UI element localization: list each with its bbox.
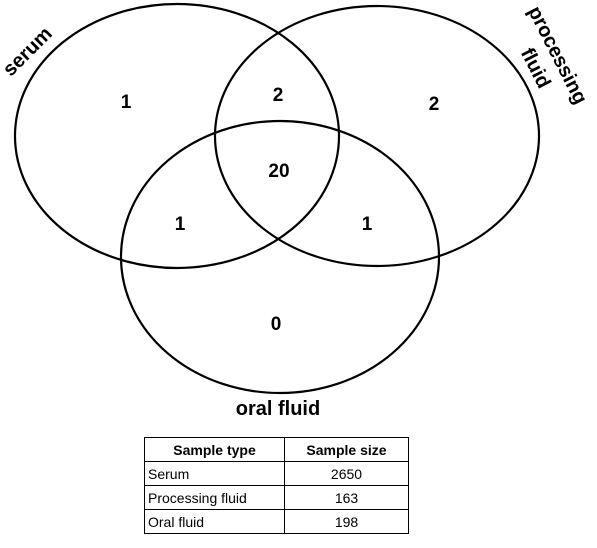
row-serum-size: 2650 (284, 461, 409, 486)
row-oral-type: Oral fluid (144, 509, 285, 534)
venn-diagram: serum processing fluid oral fluid 1 2 2 … (0, 2, 591, 420)
count-oral-only: 0 (271, 314, 282, 335)
table-row: Processing fluid 163 (144, 485, 409, 510)
processing-fluid-circle (213, 4, 541, 268)
sample-size-table: Sample type Sample size Serum 2650 Proce… (144, 437, 409, 534)
count-processing-only: 2 (429, 94, 440, 115)
oral-fluid-circle (119, 119, 441, 395)
count-all-three: 20 (268, 161, 289, 182)
header-sample-type: Sample type (144, 437, 285, 462)
count-serum-processing: 2 (273, 85, 284, 106)
table-row: Oral fluid 198 (144, 509, 409, 534)
serum-label: serum (0, 23, 57, 81)
row-processing-type: Processing fluid (144, 485, 285, 510)
row-serum-type: Serum (144, 461, 285, 486)
count-serum-only: 1 (121, 92, 132, 113)
table-row: Serum 2650 (144, 461, 409, 486)
header-sample-size: Sample size (284, 437, 409, 462)
row-oral-size: 198 (284, 509, 409, 534)
count-serum-oral: 1 (175, 214, 186, 235)
serum-circle (13, 2, 341, 270)
table-header-row: Sample type Sample size (144, 437, 409, 462)
row-processing-size: 163 (284, 485, 409, 510)
count-processing-oral: 1 (362, 214, 373, 235)
oral-fluid-label: oral fluid (236, 398, 320, 420)
